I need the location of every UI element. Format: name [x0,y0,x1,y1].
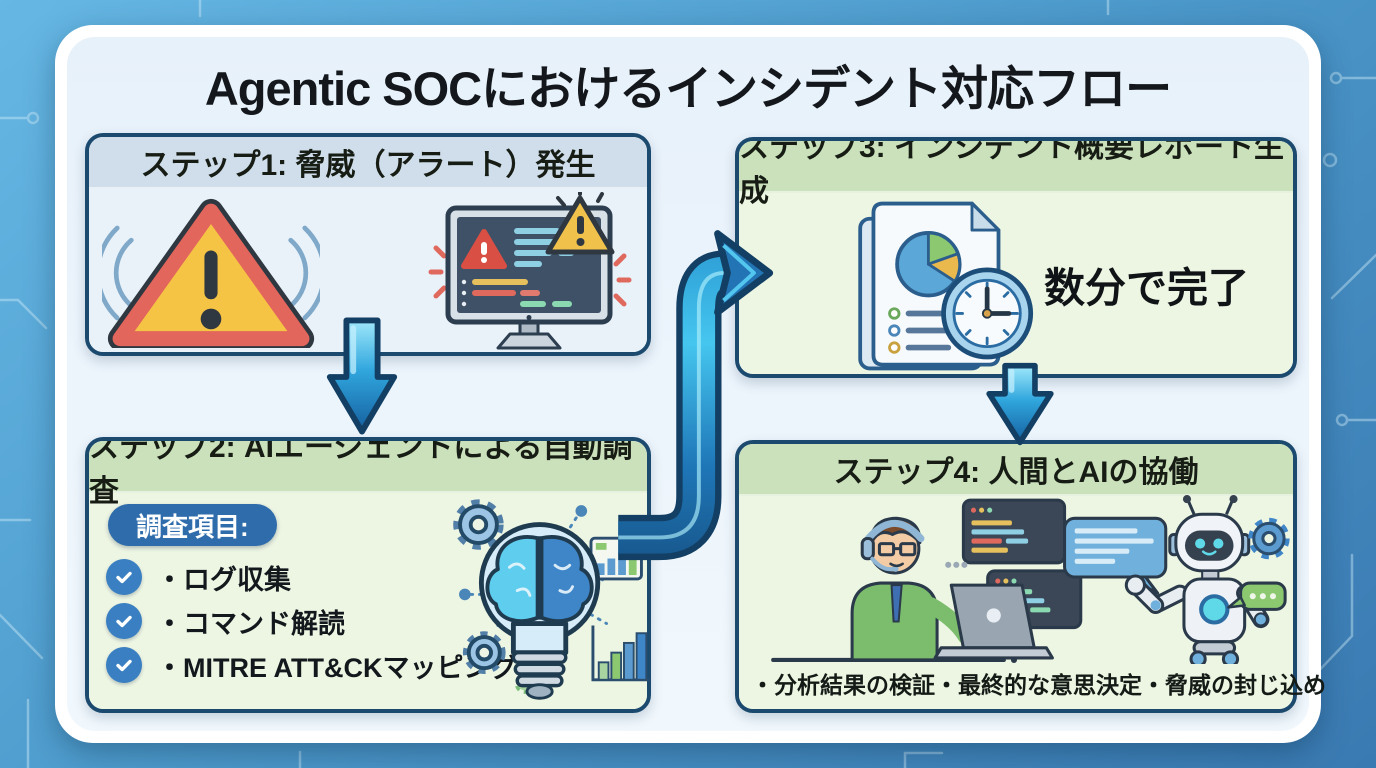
bullet-item: ・脅威の封じ込め [1142,672,1326,698]
bullet-item: ・分析結果の検証 [751,672,935,698]
report-clock-icon [858,201,1034,371]
checkmark-icon [106,647,142,683]
step3-header-label: ステップ3: インシデント概要レポート生成 [739,137,1285,208]
investigation-items-badge: 調査項目: [108,504,277,546]
step1-header-label: ステップ1: 脅威（アラート）発生 [140,149,596,182]
gear-icon [1248,517,1290,560]
step2-to-step3-curve-arrow [618,230,774,561]
step4-header: ステップ4: 人間とAIの協働 [739,444,1293,496]
step3-header: ステップ3: インシデント概要レポート生成 [739,141,1293,208]
check-item-label: ・MITRE ATT&CKマッピング [156,652,518,683]
step4-bullet-list: ・分析結果の検証 ・最終的な意思決定 ・脅威の封じ込め [745,666,1326,700]
alert-triangle-icon [102,198,320,348]
page-title: Agentic SOCにおけるインシデント対応フロー [204,62,1172,115]
speech-bubble-icon [1227,581,1287,611]
step1-header: ステップ1: 脅威（アラート）発生 [89,137,647,189]
step1-to-step2-down-arrow [326,317,398,435]
check-item-mitre-mapping: ・MITRE ATT&CKマッピング [106,645,517,685]
analyst-laptop-icon [771,516,1054,663]
step3-to-step4-down-arrow [986,362,1054,446]
checkmark-icon [106,603,142,639]
bullet-item: ・最終的な意思決定 [935,672,1142,698]
check-item-command-decode: ・コマンド解読 [106,601,345,641]
step2-header: ステップ2: AIエージェントによる自動調査 [89,441,647,508]
check-item-label: ・ログ収集 [156,564,291,595]
check-item-log-collection: ・ログ収集 [106,557,291,597]
badge-label: 調査項目: [136,511,249,542]
checkmark-icon [106,559,142,595]
alert-monitor-icon [428,192,632,350]
step4-header-label: ステップ4: 人間とAIの協働 [833,456,1199,489]
robot-icon [1124,495,1270,664]
step3-note: 数分で完了 [1044,265,1249,311]
check-item-label: ・コマンド解読 [156,608,345,639]
step2-header-label: ステップ2: AIエージェントによる自動調査 [89,437,633,508]
human-ai-collaboration-illustration [771,495,1290,664]
